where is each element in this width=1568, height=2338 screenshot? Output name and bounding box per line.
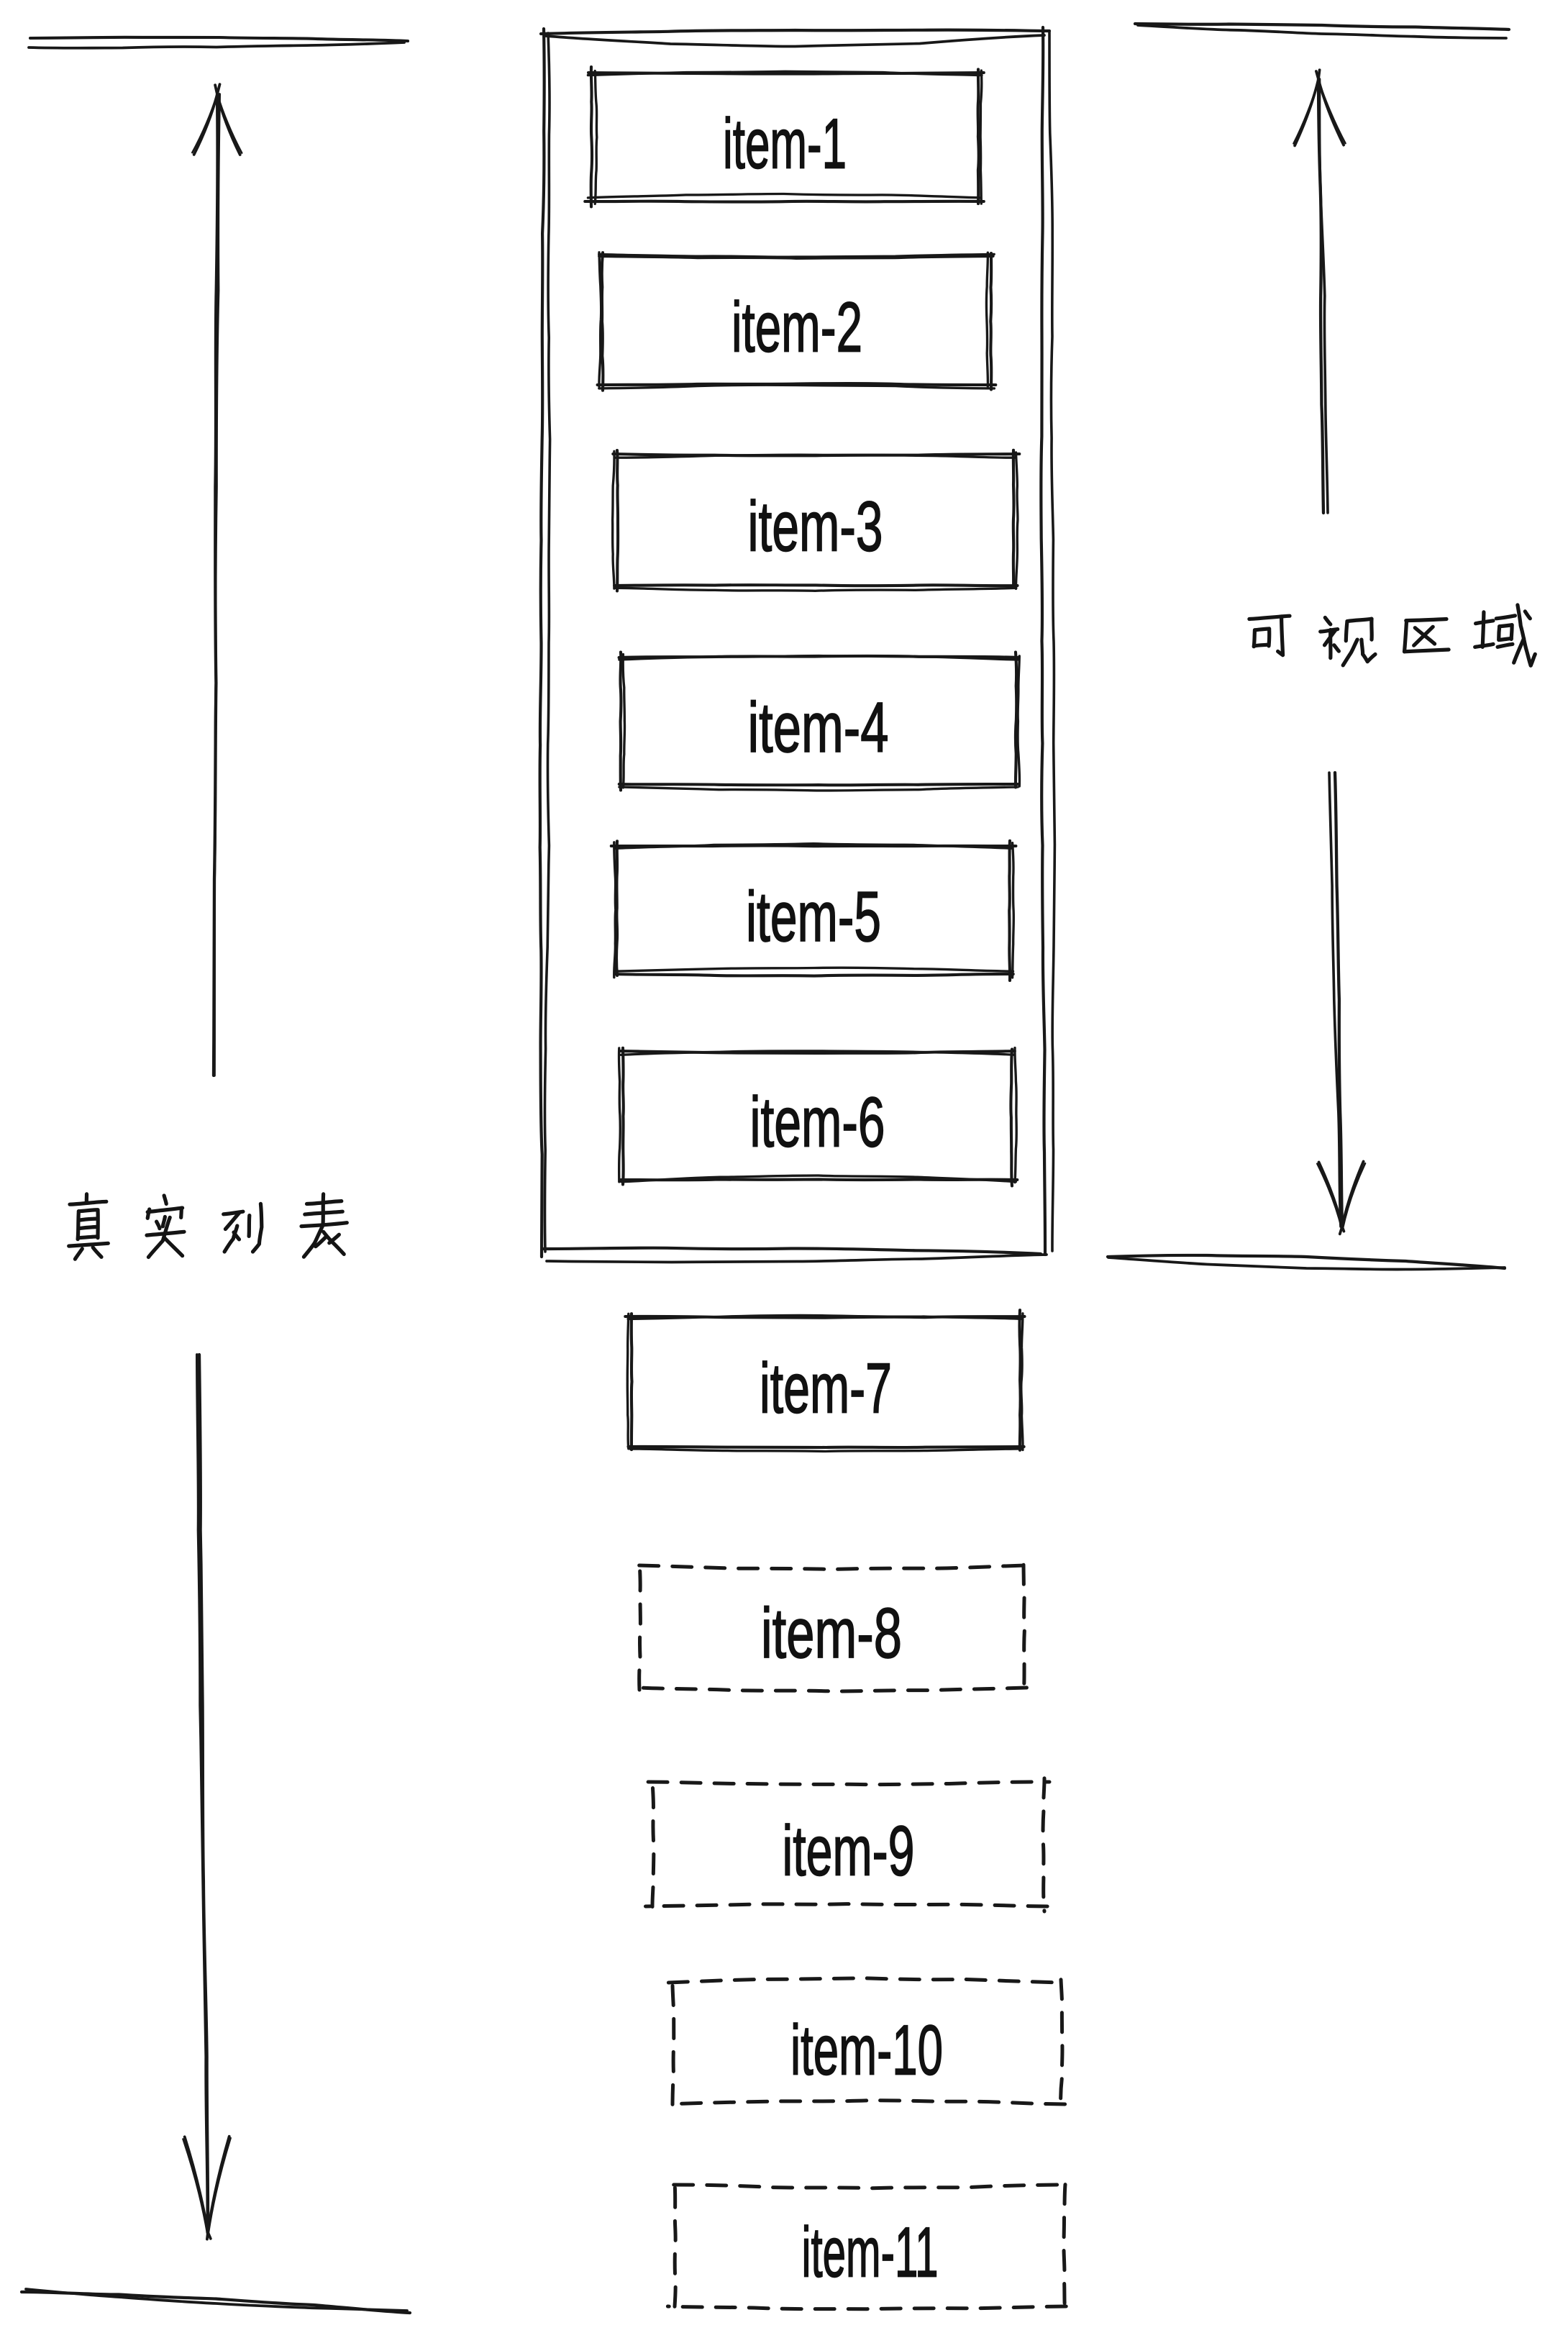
svg-text:item-1: item-1	[723, 104, 847, 183]
svg-text:item-5: item-5	[746, 877, 881, 956]
svg-text:item-9: item-9	[783, 1811, 915, 1891]
svg-text:item-4: item-4	[748, 688, 889, 767]
svg-text:item-11: item-11	[802, 2213, 939, 2292]
svg-text:item-10: item-10	[790, 2011, 943, 2090]
svg-text:item-6: item-6	[750, 1083, 885, 1162]
svg-text:item-8: item-8	[761, 1593, 902, 1673]
svg-text:item-2: item-2	[731, 288, 862, 367]
svg-text:item-7: item-7	[760, 1349, 892, 1428]
svg-text:item-3: item-3	[748, 487, 883, 566]
